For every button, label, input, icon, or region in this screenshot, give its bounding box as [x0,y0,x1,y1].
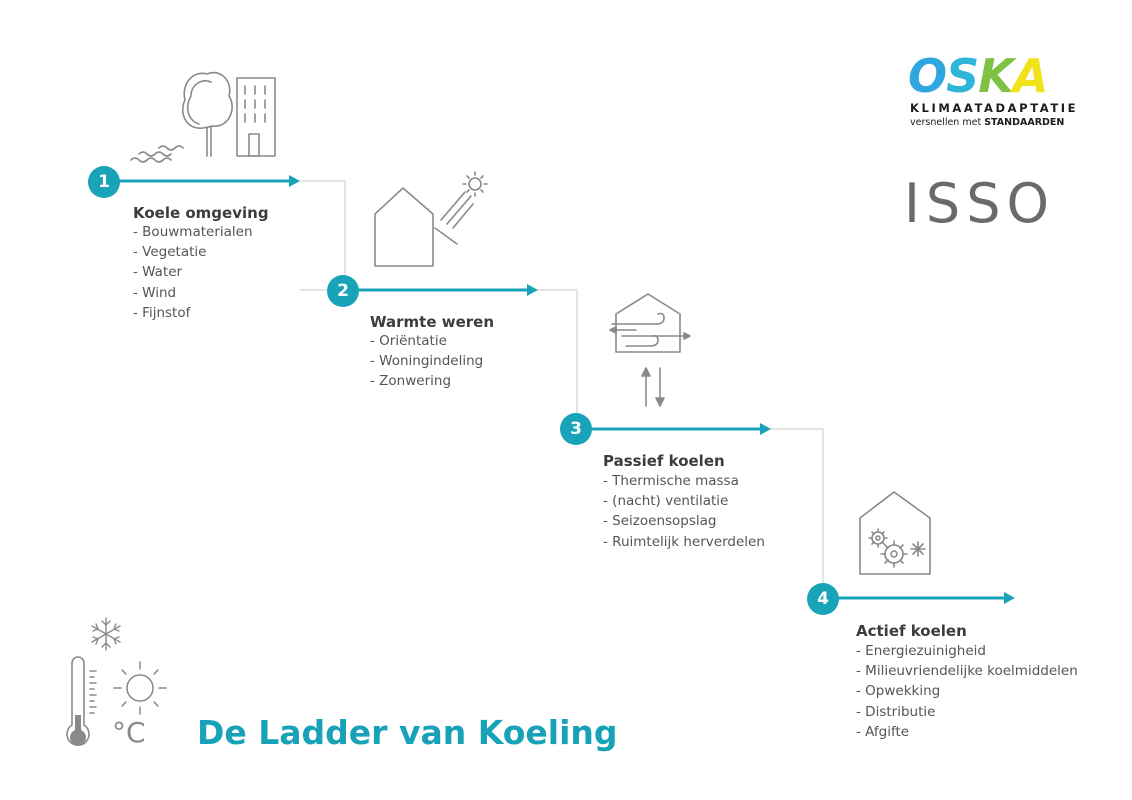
list-item: Wind [133,283,253,303]
oska-letter: K [978,49,1014,103]
step-1-list: Bouwmaterialen Vegetatie Water Wind Fijn… [133,222,253,323]
step-3-title: Passief koelen [603,452,725,470]
list-item: Energiezuinigheid [856,641,1078,661]
list-item: Oriëntatie [370,331,483,351]
step-4-badge: 4 [807,583,839,615]
list-item: Zonwering [370,371,483,391]
step-3-list: Thermische massa (nacht) ventilatie Seiz… [603,471,765,552]
list-item: Afgifte [856,722,1078,742]
oska-letter: O [908,49,947,103]
oska-tagline: KLIMAATADAPTATIE [910,101,1079,115]
house-sun-icon [374,171,488,267]
oska-subline: versnellen met STANDAARDEN [910,117,1065,128]
step-3-badge: 3 [560,413,592,445]
house-gears-icon [859,491,931,575]
list-item: Milieuvriendelijke koelmiddelen [856,661,1078,681]
step-4-title: Actief koelen [856,622,967,640]
step-2-list: Oriëntatie Woningindeling Zonwering [370,331,483,392]
step-2-title: Warmte weren [370,313,495,331]
oska-letter: A [1012,49,1049,103]
list-item: Thermische massa [603,471,765,491]
step-2-badge: 2 [327,275,359,307]
house-ventilation-icon [609,293,691,407]
oska-letter: S [946,49,979,103]
page-title: De Ladder van Koeling [197,713,618,752]
celsius-label: °C [112,716,146,749]
list-item: Woningindeling [370,351,483,371]
snowflake-icon [91,617,121,651]
list-item: Fijnstof [133,303,253,323]
step-4-list: Energiezuinigheid Milieuvriendelijke koe… [856,641,1078,742]
thermometer-icon [66,656,97,746]
list-item: Ruimtelijk herverdelen [603,532,765,552]
list-item: Bouwmaterialen [133,222,252,242]
list-item: Seizoensopslag [603,511,765,531]
list-item: (nacht) ventilatie [603,491,765,511]
list-item: Distributie [856,702,1078,722]
step-1-badge: 1 [88,166,120,198]
oska-wordmark: OSKA [908,49,1049,103]
step-1-title: Koele omgeving [133,204,269,222]
list-item: Water [133,262,253,282]
list-item: Vegetatie [133,242,253,262]
isso-logo: ISSO [904,172,1055,235]
sun-icon [113,661,167,715]
tree-building-icon [130,71,276,163]
list-item: Opwekking [856,681,1078,701]
